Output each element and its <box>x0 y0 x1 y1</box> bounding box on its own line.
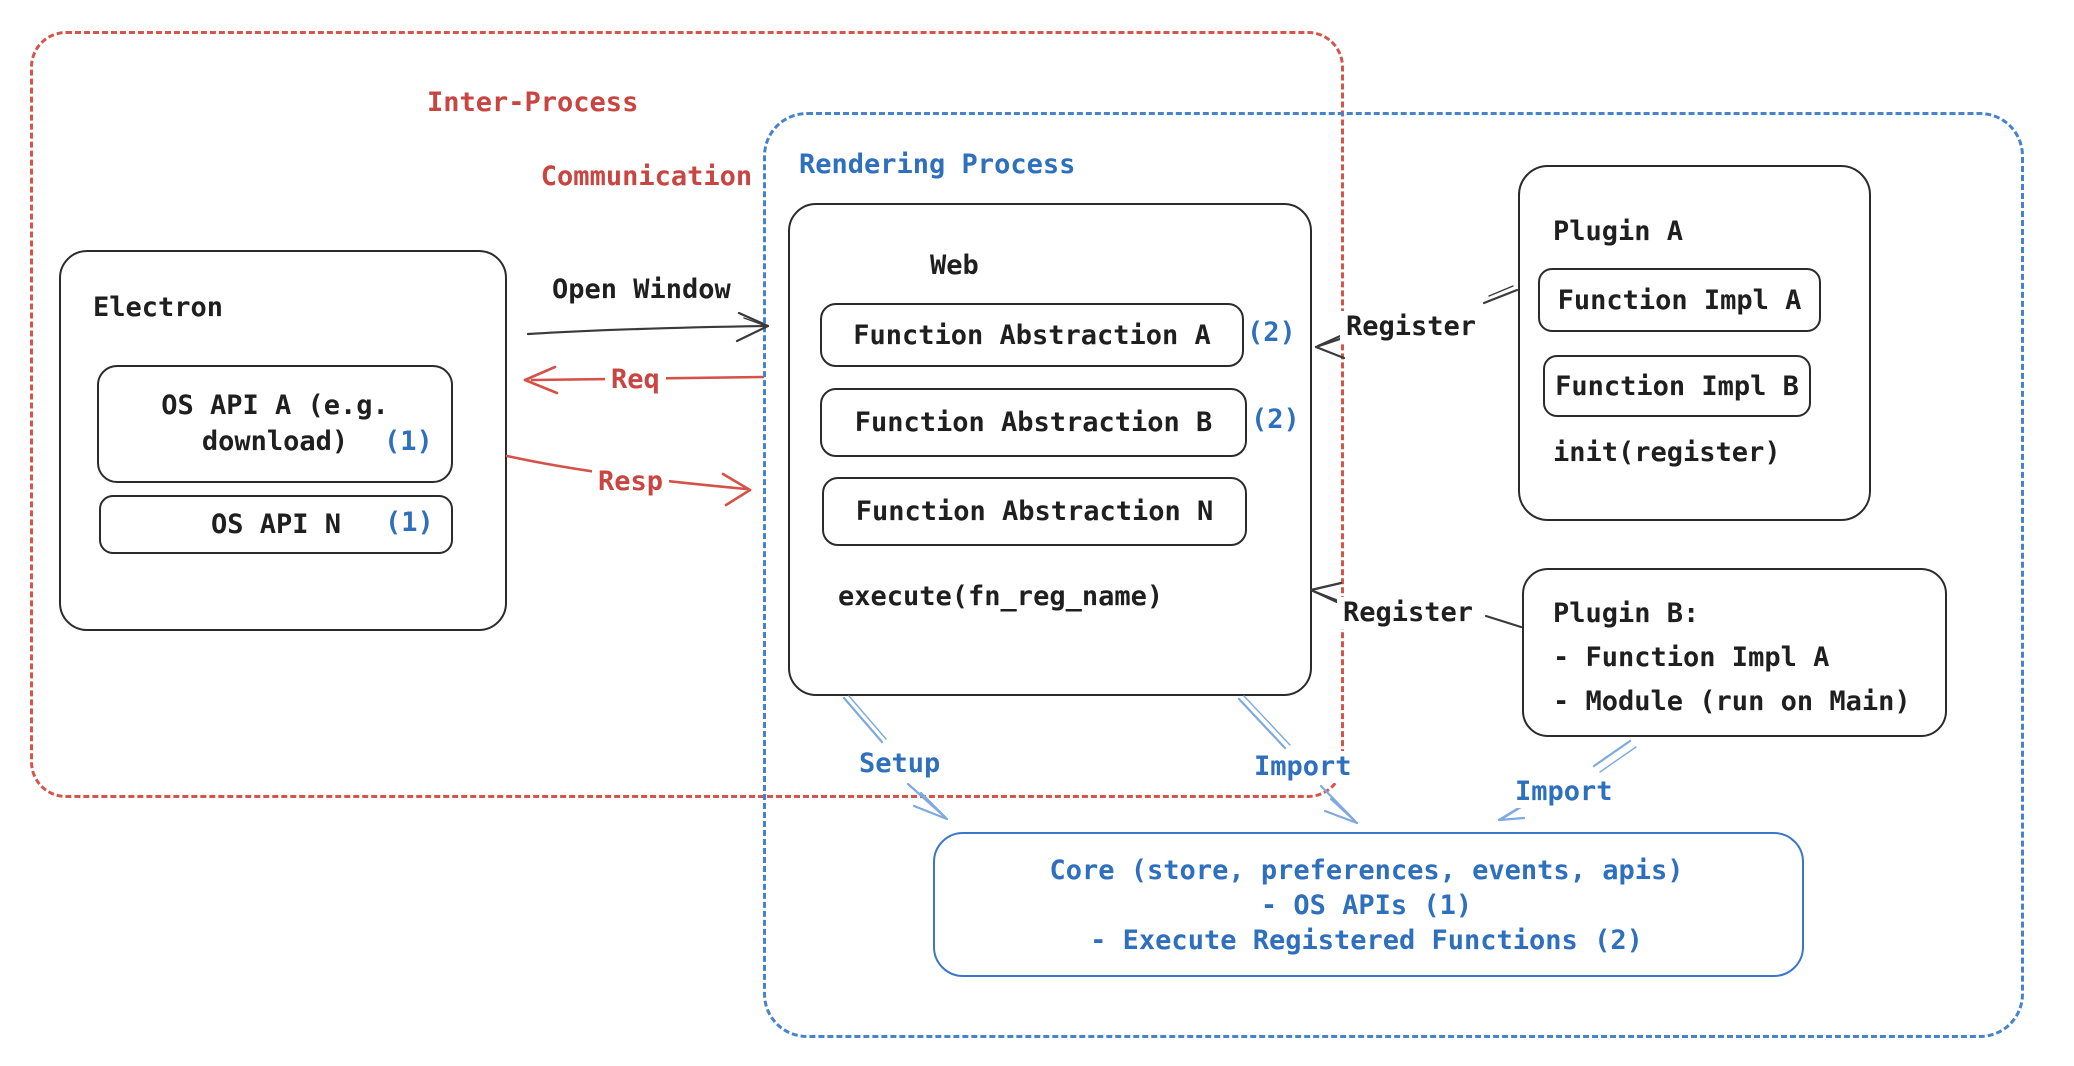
register-bottom-arrow <box>1309 581 1523 629</box>
ipc-label-line1: Inter-Process <box>427 87 639 118</box>
ipc-label: Inter-Process Communication <box>427 84 752 195</box>
plugin-b-text: Plugin B: - Function Impl A - Module (run … <box>1553 592 1911 724</box>
setup-label: Setup <box>853 748 947 780</box>
core-line3: - Execute Registered Functions (2) <box>1090 925 1643 956</box>
rendering-process-label: Rendering Process <box>799 149 1076 180</box>
core-line2: - OS APIs (1) <box>1260 890 1473 921</box>
function-abstraction-a-badge: (2) <box>1247 317 1296 348</box>
resp-label: Resp <box>592 466 670 498</box>
open-window-label: Open Window <box>552 274 731 305</box>
plugin-b-box <box>1522 568 1947 737</box>
plugin-b-line3: - Module (run on Main) <box>1553 686 1911 717</box>
setup-arrow <box>842 695 949 821</box>
os-api-a-line1: OS API A (e.g. <box>161 390 389 421</box>
os-api-n-box: OS API N <box>99 495 453 554</box>
function-impl-a-label: Function Impl A <box>1557 284 1802 316</box>
function-abstraction-n-label: Function Abstraction N <box>855 496 1214 527</box>
os-api-a-line2: download) <box>201 426 349 457</box>
plugin-a-box <box>1518 165 1871 521</box>
plugin-b-line1: Plugin B: <box>1553 598 1700 629</box>
import-right-label: Import <box>1509 776 1619 808</box>
function-impl-b-label: Function Impl B <box>1555 370 1799 402</box>
import-left-arrow <box>1237 695 1359 825</box>
function-abstraction-b-badge: (2) <box>1251 404 1300 435</box>
web-title: Web <box>930 250 979 281</box>
os-api-n-label: OS API N <box>210 509 342 540</box>
ipc-label-line2: Communication <box>540 161 753 192</box>
function-abstraction-b-box: Function Abstraction B <box>820 388 1247 457</box>
function-impl-a-box: Function Impl A <box>1538 268 1821 332</box>
register-top-label: Register <box>1340 311 1483 343</box>
execute-label: execute(fn_reg_name) <box>838 581 1164 612</box>
os-api-n-badge: (1) <box>385 507 434 538</box>
os-api-a-box: OS API A (e.g. download) <box>97 365 453 483</box>
core-text: Core (store, preferences, events, apis) -… <box>933 853 1800 958</box>
function-abstraction-b-label: Function Abstraction B <box>854 407 1213 438</box>
electron-title: Electron <box>93 292 224 323</box>
function-abstraction-a-label: Function Abstraction A <box>853 319 1211 351</box>
open-window-arrow <box>526 311 770 343</box>
function-abstraction-n-box: Function Abstraction N <box>822 477 1247 546</box>
rendering-boundary-box <box>763 112 2024 1038</box>
os-api-a-badge: (1) <box>384 426 433 457</box>
ipc-boundary-box <box>30 31 1344 798</box>
req-label: Req <box>605 364 666 396</box>
core-line1: Core (store, preferences, events, apis) <box>1049 855 1684 886</box>
function-impl-b-box: Function Impl B <box>1543 355 1811 417</box>
import-left-label: Import <box>1248 751 1358 783</box>
function-abstraction-a-box: Function Abstraction A <box>820 303 1244 367</box>
plugin-b-line2: - Function Impl A <box>1553 642 1830 673</box>
init-register-label: init(register) <box>1553 437 1781 468</box>
core-box <box>933 832 1804 977</box>
register-bottom-label: Register <box>1337 597 1480 629</box>
plugin-a-title: Plugin A <box>1553 216 1684 247</box>
